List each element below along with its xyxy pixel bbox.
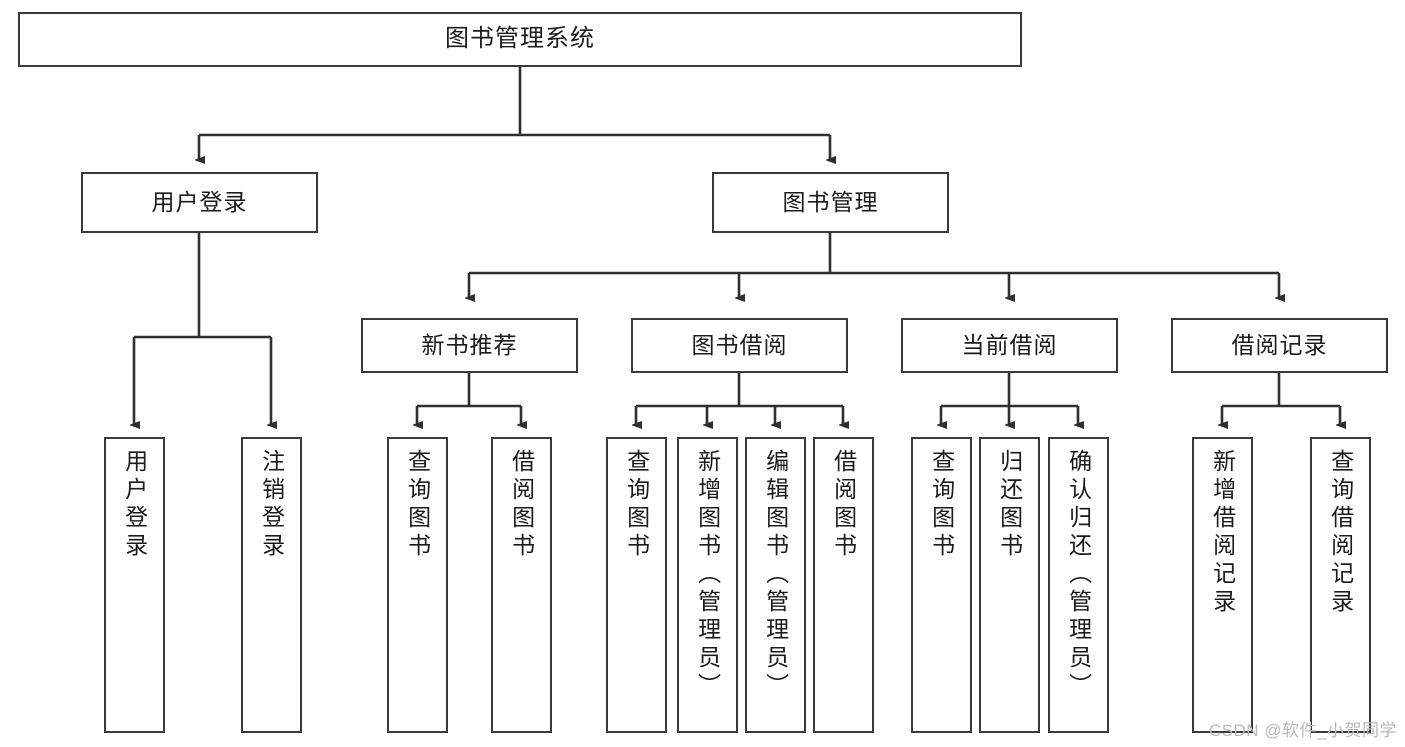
node-label: 借阅图书 — [830, 449, 857, 561]
leaf-book-borrow-query[interactable]: 查询图书 — [606, 437, 667, 733]
leaf-book-borrow-add-book-admin[interactable]: 新增图书（管理员） — [677, 437, 738, 733]
node-label: 图书借阅 — [691, 331, 788, 358]
leaf-current-borrow-return[interactable]: 归还图书 — [979, 437, 1040, 733]
node-current-borrow[interactable]: 当前借阅 — [901, 318, 1118, 373]
node-root-book-management-system[interactable]: 图书管理系统 — [18, 12, 1022, 67]
node-borrow-record[interactable]: 借阅记录 — [1171, 318, 1388, 373]
node-label: 查询图书 — [928, 449, 955, 561]
node-book-management[interactable]: 图书管理 — [712, 172, 949, 233]
node-label: 借阅记录 — [1231, 331, 1328, 358]
leaf-book-borrow-edit-book-admin[interactable]: 编辑图书（管理员） — [745, 437, 806, 733]
node-label: 新增图书（管理员） — [694, 449, 721, 701]
node-new-book-recommend[interactable]: 新书推荐 — [361, 318, 578, 373]
node-label: 用户登录 — [151, 188, 248, 215]
node-label: 归还图书 — [996, 449, 1023, 561]
node-label: 查询图书 — [404, 449, 431, 561]
leaf-borrow-record-query[interactable]: 查询借阅记录 — [1310, 437, 1371, 733]
watermark: CSDN @软件_小贺同学 — [1208, 721, 1397, 740]
leaf-new-book-borrow[interactable]: 借阅图书 — [491, 437, 552, 733]
leaf-new-book-query[interactable]: 查询图书 — [387, 437, 448, 733]
leaf-user-login-logout[interactable]: 注销登录 — [241, 437, 302, 733]
node-label: 查询图书 — [623, 449, 650, 561]
node-book-borrow[interactable]: 图书借阅 — [631, 318, 848, 373]
node-label: 查询借阅记录 — [1327, 449, 1354, 617]
node-label: 用户登录 — [121, 449, 148, 561]
leaf-current-borrow-confirm-return-admin[interactable]: 确认归还（管理员） — [1048, 437, 1109, 733]
node-label: 新书推荐 — [421, 331, 518, 358]
node-label: 借阅图书 — [508, 449, 535, 561]
node-label: 图书管理 — [782, 188, 879, 215]
node-label: 确认归还（管理员） — [1065, 449, 1092, 701]
node-label: 当前借阅 — [961, 331, 1058, 358]
node-user-login[interactable]: 用户登录 — [81, 172, 318, 233]
leaf-book-borrow-borrow-book[interactable]: 借阅图书 — [813, 437, 874, 733]
node-label: 编辑图书（管理员） — [762, 449, 789, 701]
leaf-current-borrow-query[interactable]: 查询图书 — [911, 437, 972, 733]
leaf-user-login-login[interactable]: 用户登录 — [104, 437, 165, 733]
node-label: 图书管理系统 — [445, 25, 595, 53]
node-label: 新增借阅记录 — [1209, 449, 1236, 617]
node-label: 注销登录 — [258, 449, 285, 561]
leaf-borrow-record-add[interactable]: 新增借阅记录 — [1192, 437, 1253, 733]
